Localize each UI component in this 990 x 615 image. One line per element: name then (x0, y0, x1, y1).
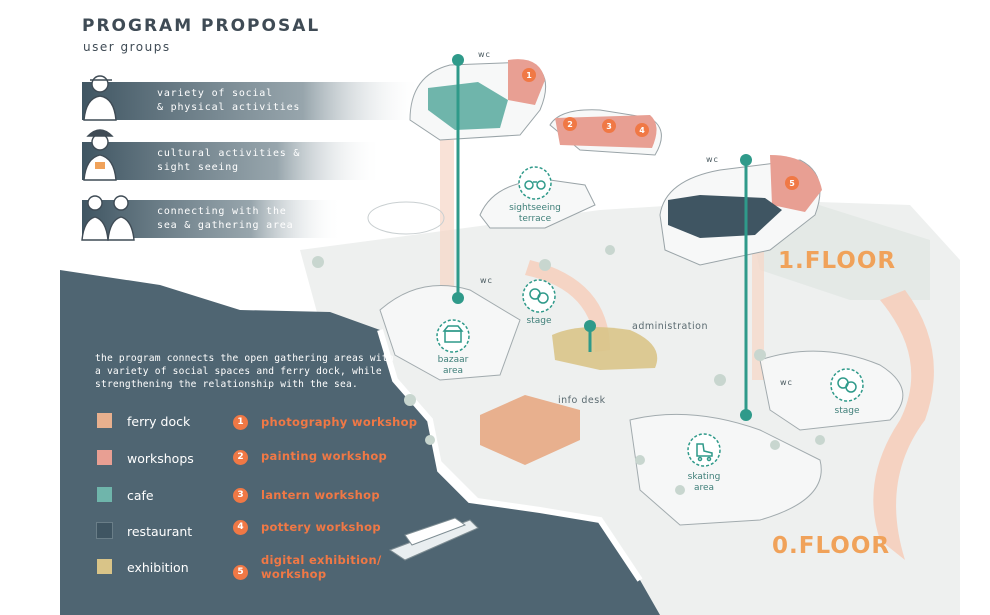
legend-swatch-workshops (97, 450, 112, 465)
floor-label-0: 0.FLOOR (772, 533, 891, 559)
map-num-2: 2 (567, 120, 573, 129)
skating-area-label: skating area (684, 472, 724, 494)
workshop-badge-4: 4 (233, 520, 248, 535)
plaza-circle (367, 201, 445, 235)
sightseeing-label-line1: sightseeing (509, 203, 561, 213)
user-group-banner (82, 142, 382, 180)
wc-label: wc (478, 50, 491, 59)
user-group-1-line1: variety of social (157, 88, 273, 99)
workshop-badge-2: 2 (233, 450, 248, 465)
vertical-link-right (752, 230, 764, 380)
tourist-person-icon (83, 129, 117, 181)
user-group-3: connecting with the sea & gathering area (157, 205, 293, 233)
wc-label: wc (706, 155, 719, 164)
connector-node (740, 154, 752, 166)
wc-label: wc (480, 276, 493, 285)
workshop-label-1: photography workshop (261, 415, 418, 429)
legend-label-restaurant: restaurant (127, 524, 193, 539)
youth-person-icon (83, 75, 117, 121)
theater-masks-icon (529, 288, 549, 304)
user-group-1-line2: & physical activities (157, 102, 301, 113)
legend-swatch-restaurant (96, 522, 113, 539)
workshop-badge-3: 3 (233, 488, 248, 503)
user-group-2: cultural activities & sight seeing (157, 147, 300, 175)
bazaar-area-label: bazaar area (433, 355, 473, 377)
workshop-label-5: digital exhibition/ workshop (261, 553, 382, 581)
roller-skate-icon (696, 443, 713, 462)
legend-swatch-ferry-dock (97, 413, 112, 428)
floor-label-1: 1.FLOOR (778, 248, 897, 274)
sightseeing-terrace-label: sightseeing terrace (500, 203, 570, 225)
program-description: the program connects the open gathering … (95, 353, 394, 390)
workshop-label-4: pottery workshop (261, 520, 381, 534)
page-subtitle: user groups (83, 40, 171, 54)
map-number-badges (522, 68, 799, 190)
skating-label-line1: skating (687, 472, 721, 482)
legend-swatch-exhibition (97, 559, 112, 574)
map-num-5: 5 (789, 179, 795, 188)
workshop-badge-1: 1 (233, 415, 248, 430)
sea-area (60, 270, 660, 615)
workshop-label-2: painting workshop (261, 449, 388, 463)
restaurant-zone (668, 195, 782, 238)
user-group-2-line1: cultural activities & (157, 148, 301, 159)
administration-label: administration (632, 321, 709, 332)
workshop-label-5-line1: digital exhibition/ (261, 553, 382, 567)
ferry-dock-zone (480, 395, 580, 465)
connector-node (452, 292, 464, 304)
vertical-link-left (440, 140, 454, 290)
legend-swatch-cafe (97, 487, 112, 502)
trees (312, 245, 825, 495)
workshop-zone-1 (508, 59, 545, 105)
map-num-3: 3 (606, 122, 612, 131)
sightseeing-label-line2: terrace (518, 214, 552, 224)
skating-label-line2: area (693, 483, 715, 493)
quay-edge (377, 329, 643, 582)
orange-promenade-right (873, 290, 934, 560)
map-num-1: 1 (526, 71, 532, 80)
bazaar-label-line1: bazaar (437, 355, 469, 365)
user-group-3-line1: connecting with the (157, 206, 287, 217)
stage-label-center: stage (526, 316, 552, 326)
legend-label-cafe: cafe (127, 488, 154, 503)
legend-label-ferry-dock: ferry dock (127, 414, 191, 429)
workshop-label-3: lantern workshop (261, 488, 380, 502)
wc-label: wc (780, 378, 793, 387)
info-desk-label: info desk (558, 395, 606, 406)
binoculars-icon (524, 180, 546, 190)
market-stall-icon (442, 325, 464, 343)
user-group-3-line2: sea & gathering area (157, 220, 294, 231)
page-title: PROGRAM PROPOSAL (82, 16, 321, 36)
stage-platform-right (759, 350, 904, 431)
exhibition-zone (552, 326, 658, 370)
user-group-2-line2: sight seeing (157, 162, 239, 173)
stage-label-right: stage (834, 406, 860, 416)
map-num-4: 4 (639, 126, 645, 135)
connector-node (452, 54, 464, 66)
connector-node (740, 409, 752, 421)
user-group-1: variety of social & physical activities (157, 87, 300, 115)
workshop-badge-5: 5 (233, 565, 248, 580)
connector-node (584, 320, 596, 332)
user-group-banner (82, 82, 422, 120)
couple-icon (81, 195, 135, 241)
legend-label-exhibition: exhibition (127, 560, 189, 575)
bazaar-label-line2: area (442, 366, 464, 376)
legend-label-workshops: workshops (127, 451, 194, 466)
ferry-boat-icon (388, 517, 479, 561)
theater-masks-icon (837, 377, 857, 393)
cafe-zone (428, 82, 508, 130)
workshop-label-5-line2: workshop (261, 567, 327, 581)
